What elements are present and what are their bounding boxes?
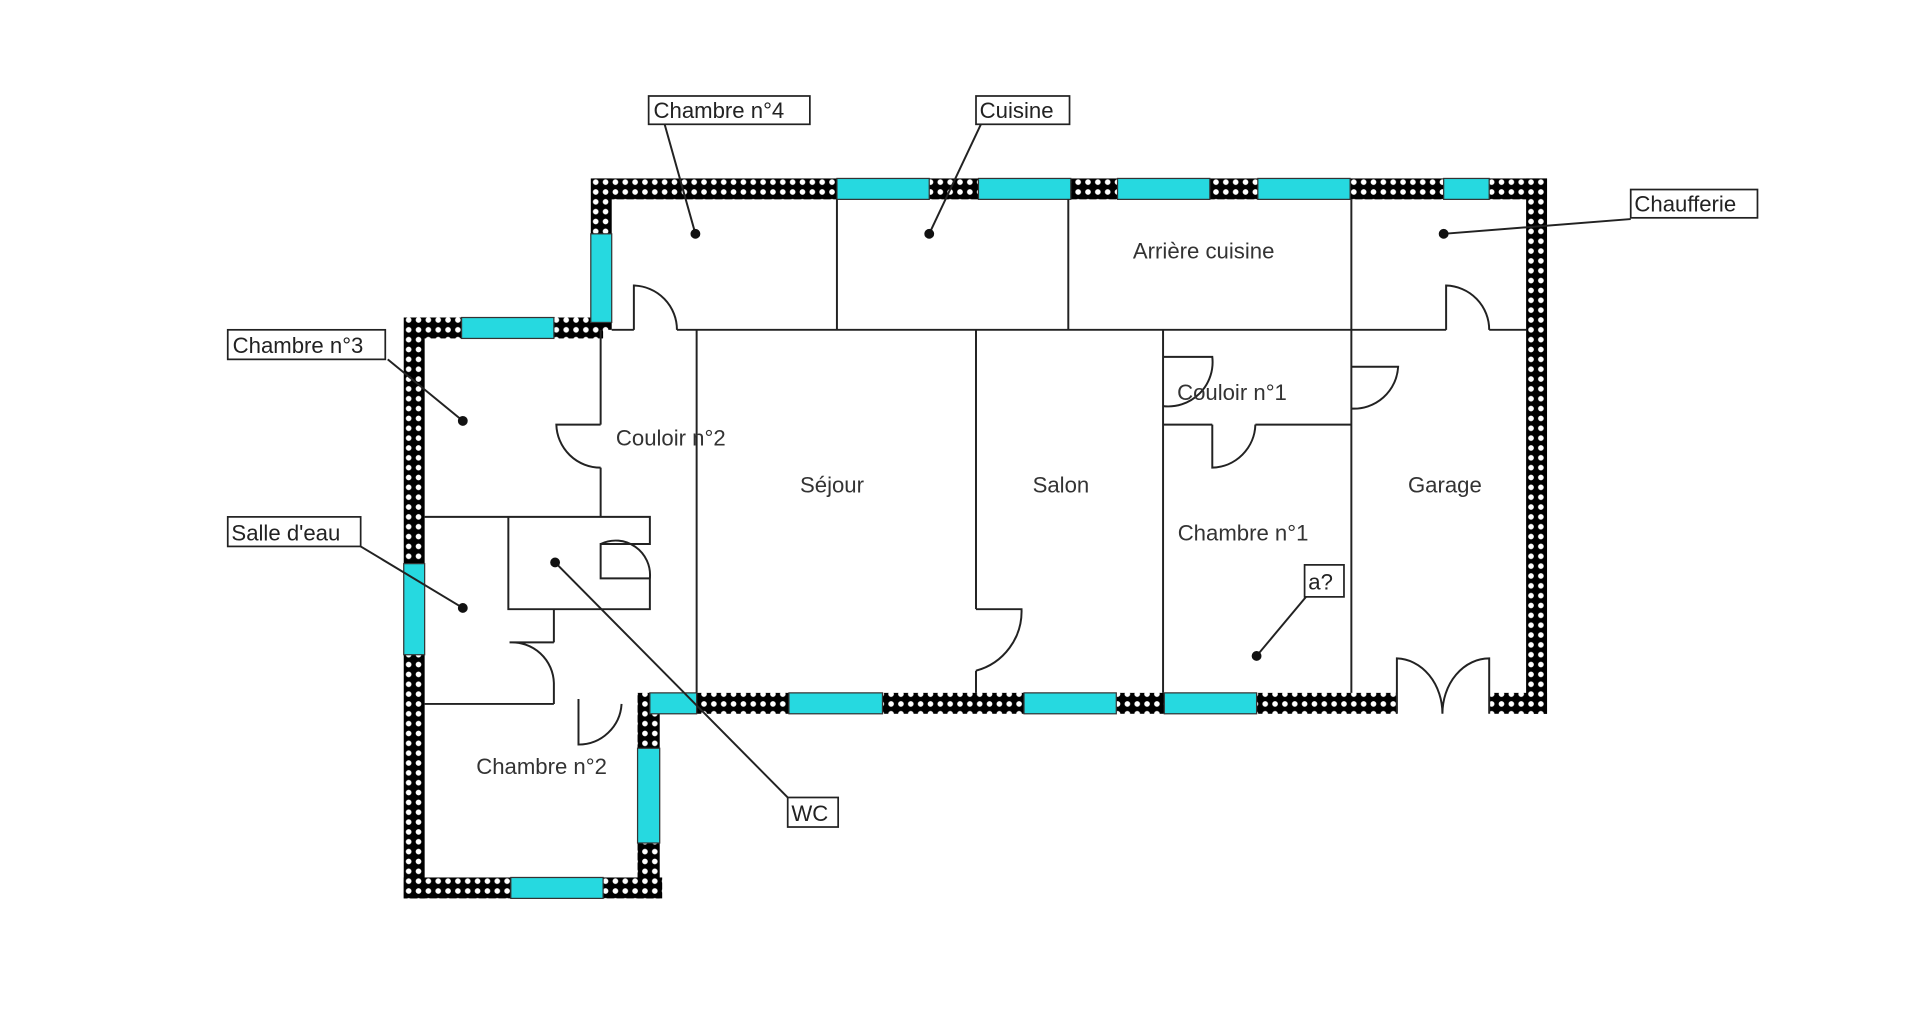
room-arriere-cuisine: Arrière cuisine bbox=[1133, 238, 1275, 263]
room-couloir-2: Couloir n°2 bbox=[616, 426, 726, 451]
svg-text:Chaufferie: Chaufferie bbox=[1634, 192, 1736, 217]
callout-chambre-3: Chambre n°3 bbox=[226, 328, 468, 426]
svg-text:Chambre n°4: Chambre n°4 bbox=[654, 98, 785, 123]
callout-chaufferie: Chaufferie bbox=[1438, 188, 1759, 239]
room-chambre-2: Chambre n°2 bbox=[476, 754, 607, 779]
callout-a: a? bbox=[1251, 564, 1345, 661]
doors bbox=[509, 284, 1491, 746]
svg-text:WC: WC bbox=[791, 801, 828, 826]
callout-salle-d-eau: Salle d'eau bbox=[226, 516, 468, 613]
room-labels: Arrière cuisine Couloir n°1 Couloir n°2 … bbox=[476, 238, 1482, 779]
windows bbox=[403, 177, 1490, 900]
room-sejour: Séjour bbox=[800, 472, 864, 497]
interior-walls bbox=[424, 199, 1527, 705]
room-couloir-1: Couloir n°1 bbox=[1177, 380, 1287, 405]
room-chambre-1: Chambre n°1 bbox=[1178, 520, 1309, 545]
svg-text:Salle d'eau: Salle d'eau bbox=[231, 520, 340, 545]
callout-cuisine: Cuisine bbox=[924, 95, 1071, 239]
callout-chambre-4: Chambre n°4 bbox=[647, 95, 811, 239]
svg-text:Cuisine: Cuisine bbox=[980, 98, 1054, 123]
room-garage: Garage bbox=[1408, 472, 1482, 497]
svg-text:Chambre n°3: Chambre n°3 bbox=[233, 333, 364, 358]
room-salon: Salon bbox=[1033, 472, 1090, 497]
callout-wc: WC bbox=[550, 557, 840, 828]
svg-text:a?: a? bbox=[1308, 569, 1333, 594]
